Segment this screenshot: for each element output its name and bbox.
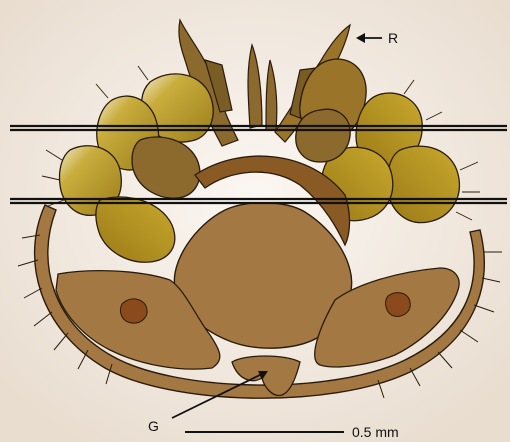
- right-plate-spot: [386, 293, 411, 317]
- left-plate-spot: [120, 299, 147, 323]
- label-g-text: G: [148, 418, 159, 434]
- scale-bar-label: 0.5 mm: [352, 424, 399, 440]
- label-r-text: R: [388, 30, 398, 46]
